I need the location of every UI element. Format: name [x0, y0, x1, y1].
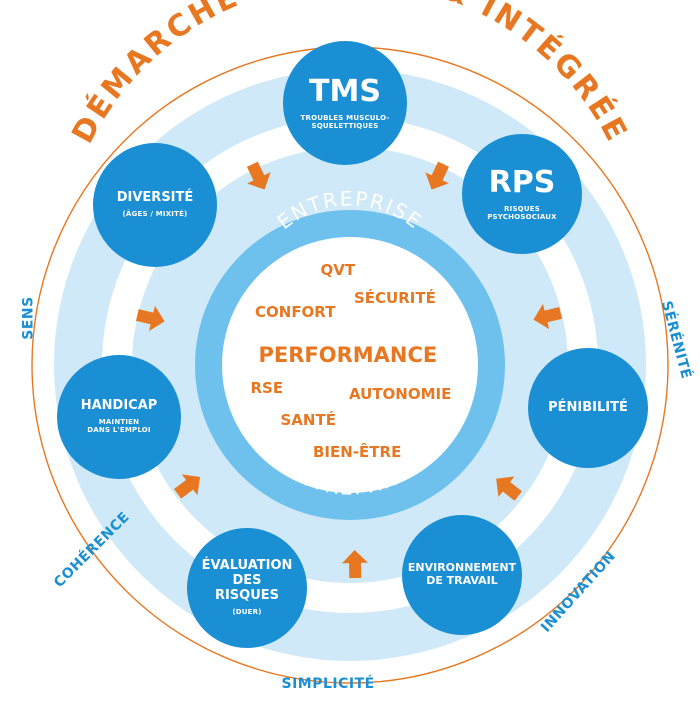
- arrow-icon: [425, 161, 449, 190]
- arrow-icon: [246, 161, 271, 190]
- node-subtitle: RISQUES PSYCHOSOCIAUX: [487, 204, 557, 222]
- value-word: SIMPLICITÉ: [281, 676, 375, 692]
- node-title: HANDICAP: [80, 398, 158, 414]
- center-word: CONFORT: [255, 303, 336, 321]
- node-title: ÉVALUATION DES RISQUES: [201, 558, 293, 604]
- node-handicap: HANDICAP MAINTIEN DANS L'EMPLOI: [57, 355, 181, 479]
- node-penibilite: PÉNIBILITÉ: [528, 348, 648, 468]
- center-white-disc: [222, 237, 478, 493]
- center-word: SANTÉ: [280, 411, 336, 429]
- arrows: [135, 161, 563, 579]
- node-tms: TMS TROUBLES MUSCULO- SQUELETTIQUES: [283, 41, 407, 165]
- arrow-icon: [341, 550, 368, 579]
- center-word: SÉCURITÉ: [354, 289, 436, 307]
- node-title: ENVIRONNEMENT DE TRAVAIL: [407, 561, 517, 587]
- node-rps: RPS RISQUES PSYCHOSOCIAUX: [462, 134, 582, 254]
- arrow-icon: [496, 476, 522, 501]
- node-environnement: ENVIRONNEMENT DE TRAVAIL: [402, 515, 522, 635]
- node-subtitle: MAINTIEN DANS L'EMPLOI: [87, 418, 151, 435]
- node-title: TMS: [309, 74, 381, 110]
- arrow-icon: [135, 305, 165, 332]
- center-main-word: PERFORMANCE: [258, 343, 438, 367]
- arrow-icon: [173, 474, 201, 499]
- node-title: RPS: [488, 165, 556, 201]
- center-word: AUTONOMIE: [349, 385, 452, 403]
- node-title: DIVERSITÉ: [116, 190, 194, 206]
- center-word: RSE: [250, 379, 284, 397]
- center-word: QVT: [320, 261, 356, 279]
- node-subtitle: (DUER): [232, 608, 262, 617]
- center-word: BIEN-ÊTRE: [313, 443, 402, 461]
- node-evaluation: ÉVALUATION DES RISQUES (DUER): [187, 528, 307, 648]
- node-subtitle: TROUBLES MUSCULO- SQUELETTIQUES: [300, 113, 390, 131]
- arrow-icon: [533, 303, 563, 330]
- node-title: PÉNIBILITÉ: [548, 399, 628, 415]
- value-word: SENS: [20, 296, 37, 340]
- node-diversite: DIVERSITÉ (ÂGES / MIXITÉ): [93, 143, 217, 267]
- node-subtitle: (ÂGES / MIXITÉ): [122, 210, 188, 219]
